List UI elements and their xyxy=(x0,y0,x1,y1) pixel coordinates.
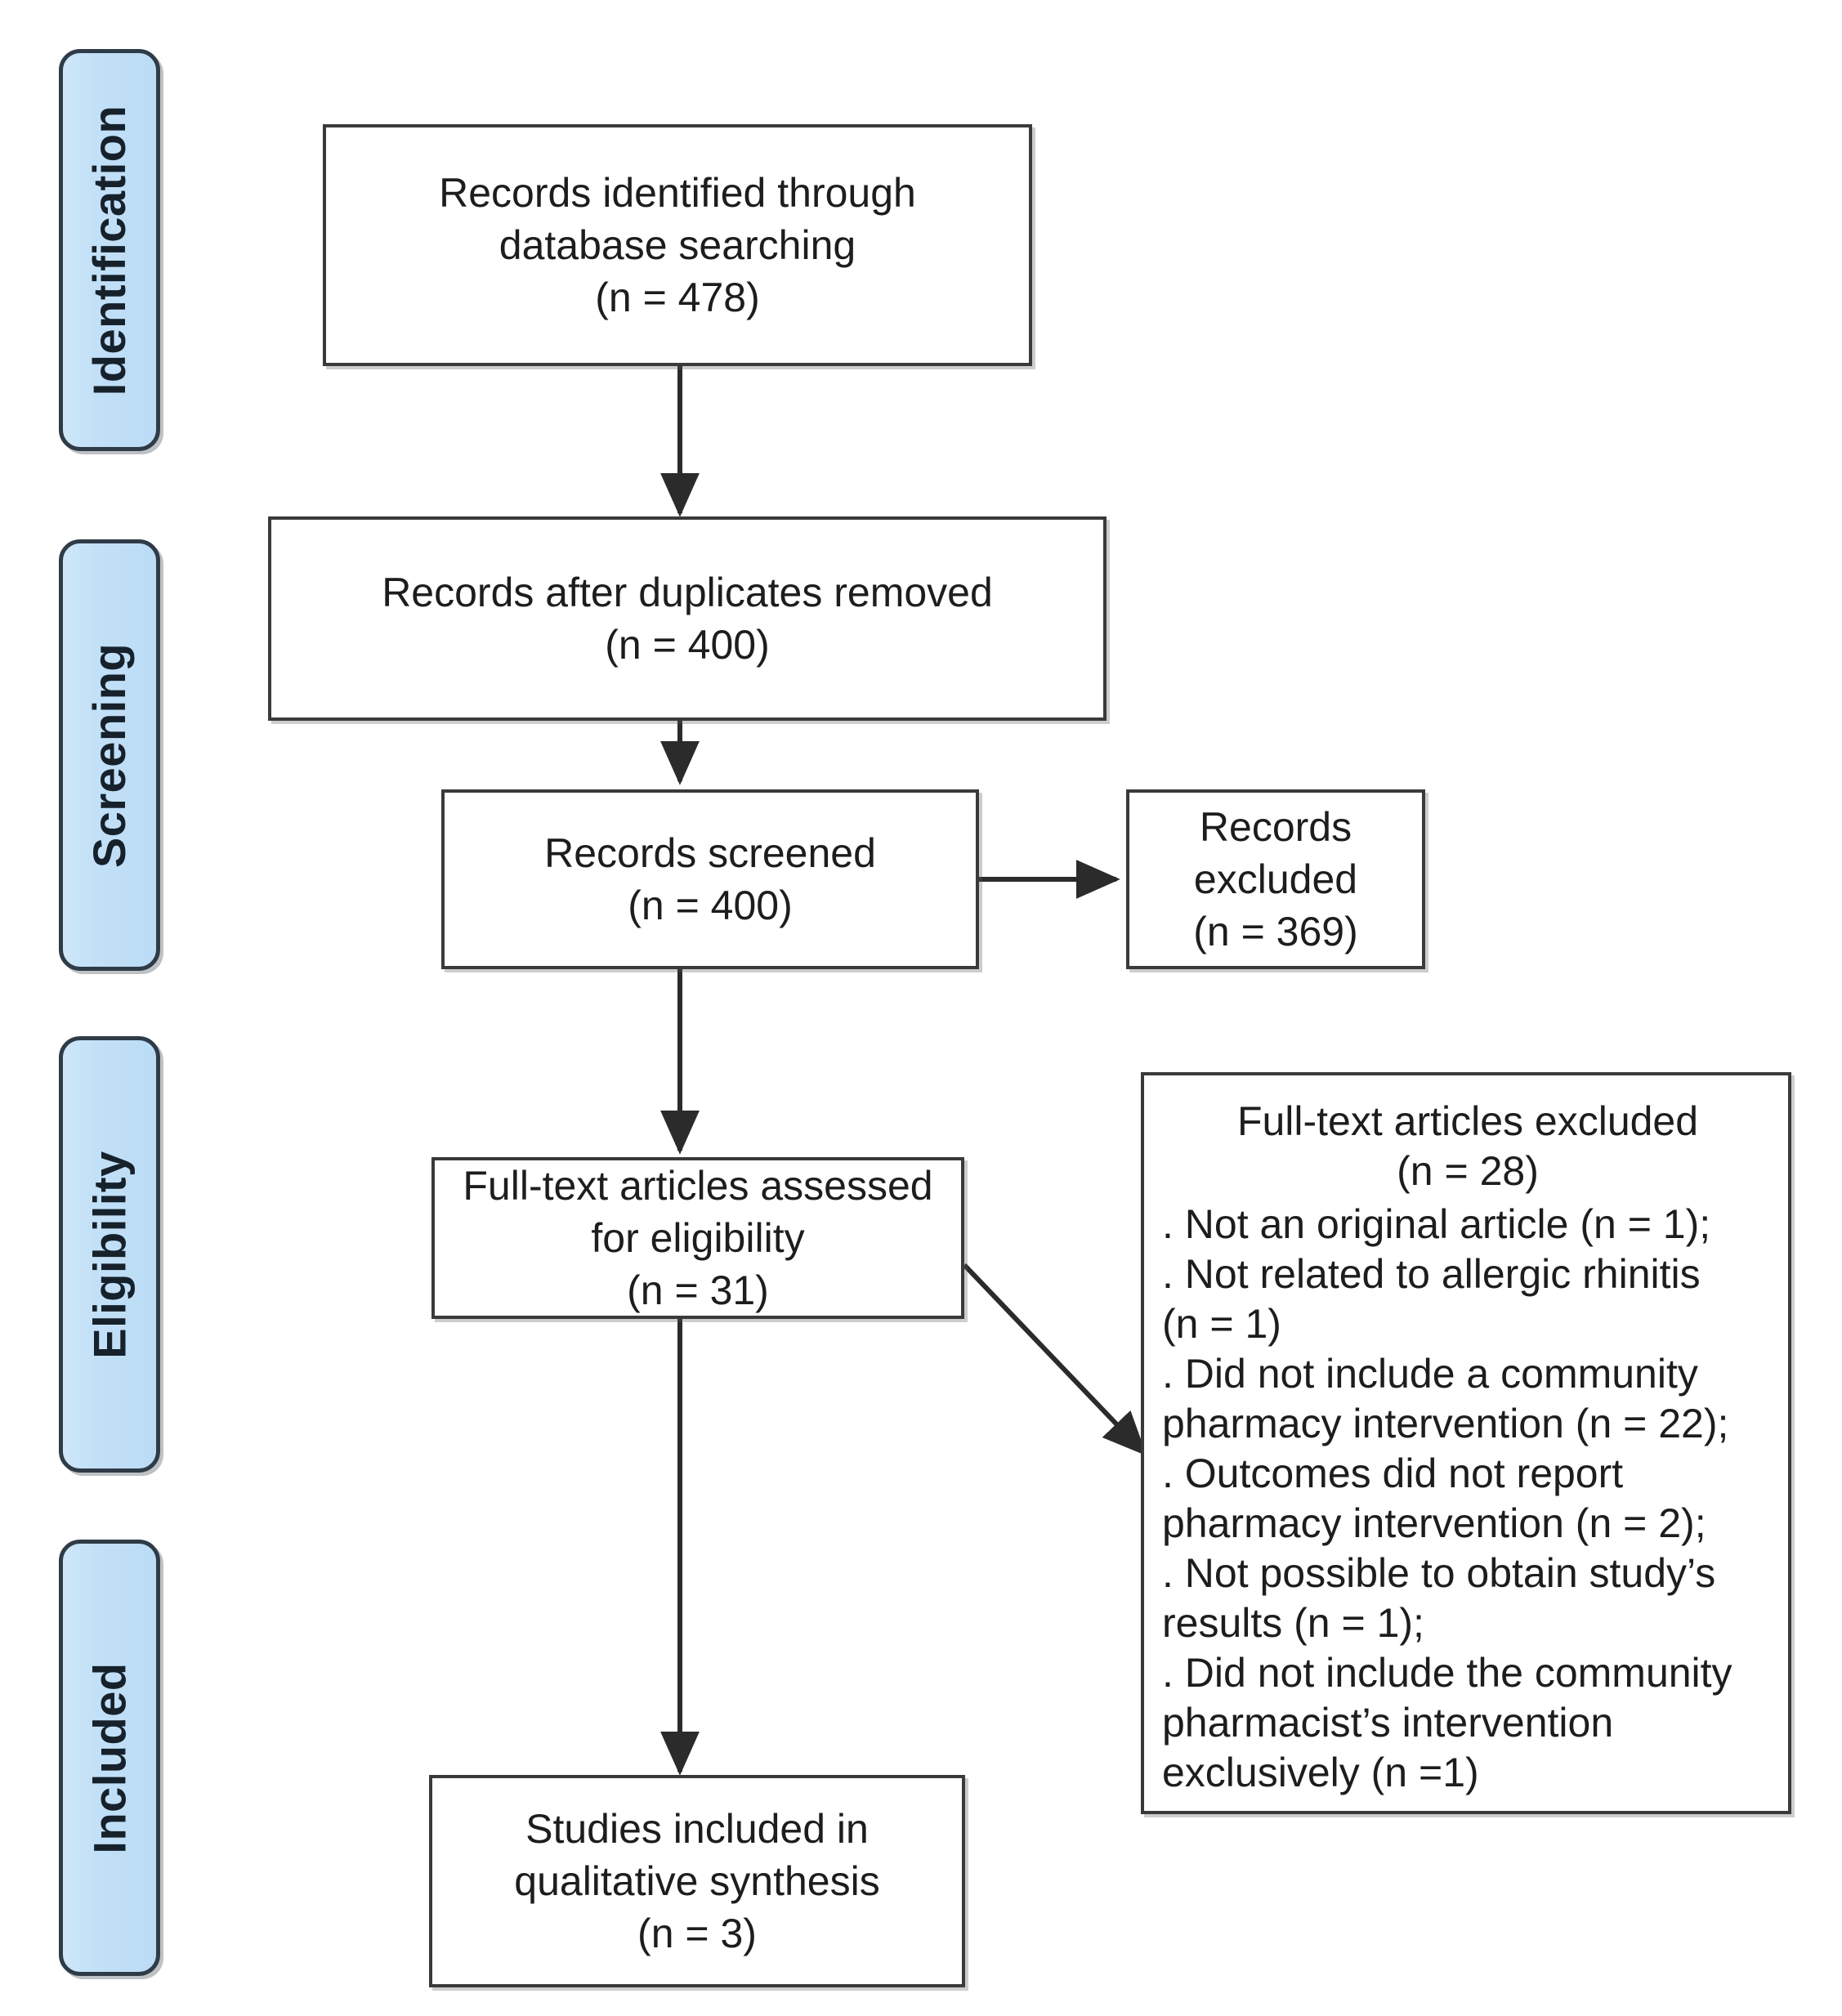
exclusion-reason-item: . Did not include the community xyxy=(1162,1650,1732,1696)
stage-label-included: Included xyxy=(59,1540,160,1976)
stage-label-screening-text: Screening xyxy=(83,642,136,868)
box-records-identified: Records identified through database sear… xyxy=(323,124,1032,366)
box-studies-included-text: Studies included in qualitative synthesi… xyxy=(514,1806,880,1956)
stage-label-included-text: Included xyxy=(83,1661,136,1854)
box-studies-included: Studies included in qualitative synthesi… xyxy=(429,1775,965,1987)
box-records-after-duplicates-text: Records after duplicates removed (n = 40… xyxy=(382,570,993,668)
box-fulltext-excluded-heading: Full-text articles excluded (n = 28) xyxy=(1236,1098,1699,1194)
box-records-excluded-text: Records excluded (n = 369) xyxy=(1193,804,1358,954)
box-fulltext-assessed: Full-text articles assessed for eligibil… xyxy=(431,1157,964,1319)
exclusion-reason-item: (n = 1) xyxy=(1162,1301,1281,1347)
stage-label-eligibility-text: Eligibility xyxy=(83,1150,136,1359)
stage-label-identification: Identification xyxy=(59,49,160,451)
exclusion-reason-item: . Not related to allergic rhinitis xyxy=(1162,1251,1701,1297)
exclusion-reason-item: . Did not include a community xyxy=(1162,1351,1698,1397)
exclusion-reason-item: . Not possible to obtain study’s xyxy=(1162,1550,1716,1596)
exclusion-reason-item: pharmacist’s intervention xyxy=(1162,1700,1614,1746)
box-records-after-duplicates: Records after duplicates removed (n = 40… xyxy=(268,516,1107,721)
box-records-excluded: Records excluded (n = 369) xyxy=(1126,789,1425,969)
exclusion-reason-item: pharmacy intervention (n = 22); xyxy=(1162,1401,1729,1446)
connector-fulltext-to-excluded xyxy=(962,1263,1147,1456)
stage-label-identification-text: Identification xyxy=(83,105,136,396)
box-records-identified-text: Records identified through database sear… xyxy=(439,170,916,320)
exclusion-reason-list: . Not an original article (n = 1); . Not… xyxy=(1162,1200,1773,1798)
exclusion-reason-item: results (n = 1); xyxy=(1162,1600,1424,1646)
box-records-screened-text: Records screened (n = 400) xyxy=(544,830,876,928)
exclusion-reason-item: exclusively (n =1) xyxy=(1162,1750,1479,1795)
exclusion-reason-item: . Outcomes did not report xyxy=(1162,1451,1624,1496)
box-fulltext-assessed-text: Full-text articles assessed for eligibil… xyxy=(463,1163,933,1313)
box-records-screened: Records screened (n = 400) xyxy=(441,789,979,969)
stage-label-screening: Screening xyxy=(59,539,160,971)
exclusion-reason-item: pharmacy intervention (n = 2); xyxy=(1162,1500,1706,1546)
exclusion-reason-item: . Not an original article (n = 1); xyxy=(1162,1201,1711,1247)
stage-label-eligibility: Eligibility xyxy=(59,1036,160,1473)
box-fulltext-excluded: Full-text articles excluded (n = 28) . N… xyxy=(1141,1072,1791,1814)
